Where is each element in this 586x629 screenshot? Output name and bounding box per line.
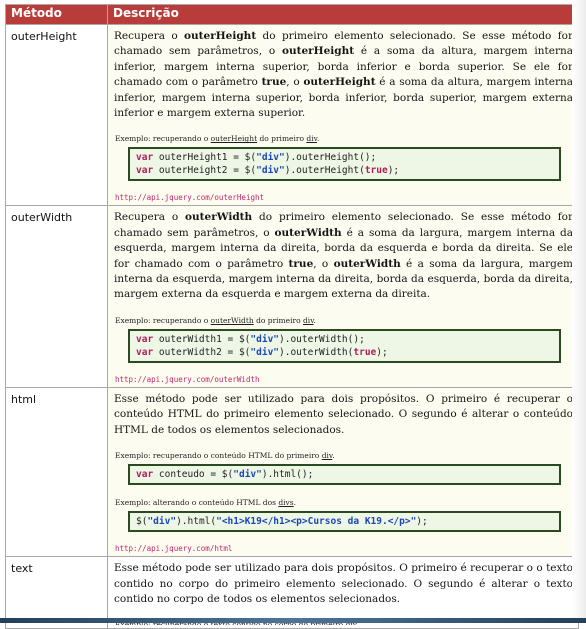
description-bold: true xyxy=(261,76,287,89)
caption-underlined: div xyxy=(321,451,333,461)
method-column-header: Método xyxy=(5,4,108,25)
description-content: Recupera o outerWidth do primeiro elemen… xyxy=(114,210,573,383)
description-bold: outerWidth xyxy=(333,257,401,270)
code-string: "div" xyxy=(147,516,177,528)
method-name-cell: html xyxy=(5,386,108,558)
description-cell: Recupera o outerHeight do primeiro eleme… xyxy=(107,23,579,207)
description-cell: Esse método pode ser utilizado para dois… xyxy=(107,386,579,558)
description-bold: outerHeight xyxy=(184,30,257,42)
caption-underlined: divs xyxy=(278,498,294,508)
code-string: "div" xyxy=(233,469,262,481)
description-bold: outerHeight xyxy=(303,76,376,89)
description-text: Recupera o outerWidth do primeiro elemen… xyxy=(114,211,573,301)
code-keyword: true xyxy=(353,346,377,358)
description-content: Esse método pode ser utilizado para dois… xyxy=(114,561,573,625)
code-keyword: var xyxy=(136,333,154,345)
method-name-cell: text xyxy=(5,556,108,629)
code-keyword: var xyxy=(136,469,154,481)
description-bold: outerWidth xyxy=(185,211,253,224)
description-bold: outerHeight xyxy=(281,45,355,58)
code-string: "div" xyxy=(250,346,280,358)
caption-underlined: div xyxy=(303,315,314,325)
code-line: var outerWidth2 = $("div").outerWidth(tr… xyxy=(136,346,388,358)
documentation-link[interactable]: http://api.jquery.com/outerWidth xyxy=(115,374,260,384)
description-text: Recupera o outerHeight do primeiro eleme… xyxy=(114,30,574,120)
description-cell: Recupera o outerWidth do primeiro elemen… xyxy=(107,205,579,388)
table-header-row: Método Descrição xyxy=(5,4,579,25)
documentation-link[interactable]: http://api.jquery.com/outerHeight xyxy=(115,193,265,203)
example-caption: Exemplo: recuperando o outerWidth do pri… xyxy=(115,315,316,325)
example-caption: Exemplo: alterando o conteúdo HTML dos d… xyxy=(115,498,297,508)
code-keyword: var xyxy=(136,165,154,177)
caption-underlined: outerHeight xyxy=(210,134,258,144)
code-line: $("div").html("<h1>K19</h1><p>Cursos da … xyxy=(136,516,428,528)
example-caption: Exemplo: recuperando o conteúdo HTML do … xyxy=(115,451,335,461)
description-text: Esse método pode ser utilizado para dois… xyxy=(114,562,573,605)
description-text: Esse método pode ser utilizado para dois… xyxy=(114,392,573,436)
code-line: var outerHeight1 = $("div").outerHeight(… xyxy=(136,152,377,164)
description-column-header: Descrição xyxy=(107,4,579,25)
page-edge-shadow xyxy=(572,0,586,623)
method-name-cell: outerHeight xyxy=(5,23,108,207)
code-string: "div" xyxy=(256,152,285,164)
code-string: "div" xyxy=(250,333,280,345)
code-line: var outerWidth1 = $("div").outerWidth(); xyxy=(136,333,365,345)
code-keyword: true xyxy=(364,165,388,177)
description-bold: true xyxy=(288,257,314,270)
code-example-box: var outerHeight1 = $("div").outerHeight(… xyxy=(128,147,561,182)
description-content: Recupera o outerHeight do primeiro eleme… xyxy=(114,29,573,202)
code-example-box: var outerWidth1 = $("div").outerWidth();… xyxy=(128,328,561,363)
description-bold: outerWidth xyxy=(274,226,342,239)
code-example-box: var conteudo = $("div").html(); xyxy=(128,464,561,486)
method-name-cell: outerWidth xyxy=(5,205,108,388)
documentation-link[interactable]: http://api.jquery.com/html xyxy=(115,544,233,554)
code-string: "div" xyxy=(256,165,285,177)
description-content: Esse método pode ser utilizado para dois… xyxy=(114,392,573,553)
code-line: var outerHeight2 = $("div").outerHeight(… xyxy=(136,165,400,177)
example-caption: Exemplo: recuperando o outerHeight do pr… xyxy=(115,134,320,144)
viewer-bottom-bar xyxy=(0,618,586,623)
code-string: "<h1>K19</h1><p>Cursos da K19.</p>" xyxy=(216,516,417,528)
caption-underlined: outerWidth xyxy=(210,315,254,325)
caption-underlined: div xyxy=(306,134,317,144)
code-keyword: var xyxy=(136,346,154,358)
code-line: var conteudo = $("div").html(); xyxy=(136,469,314,481)
code-keyword: var xyxy=(136,152,154,164)
code-example-box: $("div").html("<h1>K19</h1><p>Cursos da … xyxy=(128,511,561,533)
